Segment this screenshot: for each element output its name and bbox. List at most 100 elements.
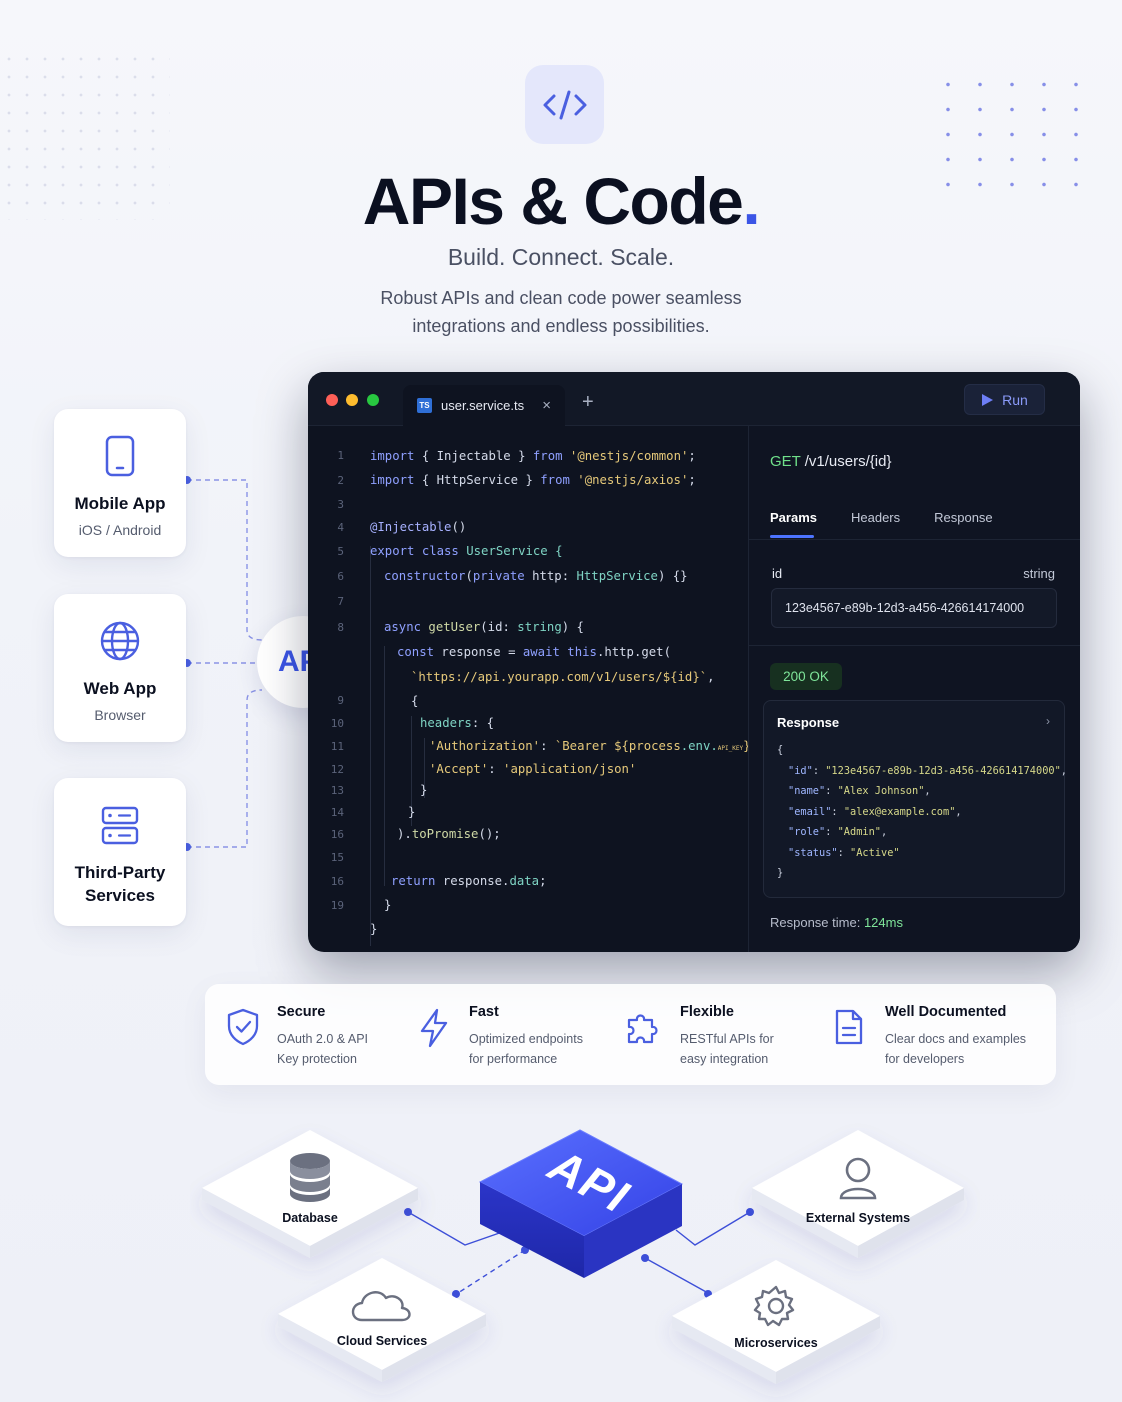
json-brace: }	[777, 867, 784, 879]
cloud-services-node	[278, 1258, 486, 1382]
code-brackets-icon	[525, 65, 604, 144]
param-id-input[interactable]: 123e4567-e89b-12d3-a456-426614174000	[771, 588, 1057, 628]
page-title: APIs & Code.	[362, 164, 761, 238]
line-number: 8	[337, 621, 344, 634]
gear-icon	[753, 1285, 795, 1327]
card-title: Web App	[83, 679, 157, 698]
line-number: 11	[330, 740, 344, 753]
line-number: 2	[337, 474, 344, 487]
maximize-window-button[interactable]	[367, 394, 379, 406]
status-badge: 200 OK	[770, 663, 842, 690]
code-line: `https://api.yourapp.com/v1/users/${id}`…	[411, 670, 715, 684]
external-systems-node	[752, 1130, 964, 1258]
database-icon	[290, 1153, 330, 1202]
json-line: "role": "Admin",	[788, 826, 888, 838]
globe-icon	[100, 621, 140, 661]
chevron-right-icon[interactable]: ›	[1046, 714, 1050, 728]
play-icon	[982, 393, 994, 406]
card-title: Mobile App	[74, 494, 166, 513]
line-number: 10	[330, 717, 344, 730]
panel-tabs: Params Headers Response	[770, 510, 993, 525]
mobile-phone-icon	[105, 435, 135, 477]
code-line: }	[420, 783, 428, 797]
microservices-node	[672, 1260, 880, 1384]
code-line: import { HttpService } from '@nestjs/axi…	[370, 473, 696, 487]
api-block	[478, 1129, 684, 1278]
line-number: 1	[337, 449, 344, 462]
user-icon	[839, 1157, 877, 1200]
code-line: constructor(private http: HttpService) {…	[384, 569, 688, 583]
line-number: 12	[330, 763, 344, 776]
microservices-label: Microservices	[734, 1336, 818, 1350]
new-tab-button[interactable]: +	[582, 391, 594, 413]
integration-diagram: API	[202, 1129, 964, 1384]
code-line: import { Injectable } from '@nestjs/comm…	[370, 449, 696, 463]
dot-grid-left	[0, 50, 170, 220]
code-line: 'Accept': 'application/json'	[429, 762, 637, 776]
code-line: }	[370, 922, 378, 936]
line-number: 14	[330, 806, 344, 819]
card-subtitle: Browser	[94, 707, 146, 723]
code-line: headers: {	[420, 716, 495, 730]
json-brace: {	[777, 744, 784, 756]
close-window-button[interactable]	[326, 394, 338, 406]
code-line: }	[384, 898, 392, 912]
minimize-window-button[interactable]	[346, 394, 358, 406]
document-icon	[835, 1009, 863, 1045]
api-test-panel: GET /v1/users/{id} Params Headers Respon…	[748, 426, 1080, 952]
tab-label: user.service.ts	[441, 398, 525, 413]
code-line: }	[408, 805, 416, 819]
line-number: 16	[330, 875, 344, 888]
run-button[interactable]: Run	[964, 384, 1045, 415]
cloud-icon	[351, 1291, 411, 1322]
tab-params[interactable]: Params	[770, 510, 817, 525]
json-line: "status": "Active"	[788, 847, 900, 859]
code-line: return response.data;	[391, 874, 547, 888]
line-number: 5	[337, 545, 344, 558]
response-box: Response › { "id": "123e4567-e89b-12d3-a…	[763, 700, 1067, 898]
line-number: 6	[337, 570, 344, 583]
tab-response[interactable]: Response	[934, 510, 993, 525]
shield-check-icon	[227, 1008, 259, 1046]
external-systems-label: External Systems	[805, 1211, 911, 1225]
typescript-icon: TS	[417, 398, 432, 413]
param-name: id	[772, 566, 783, 581]
line-number: 9	[337, 694, 344, 707]
tab-headers[interactable]: Headers	[850, 510, 901, 525]
json-line: "email": "alex@example.com",	[788, 806, 962, 818]
line-number: 13	[330, 784, 344, 797]
json-line: "name": "Alex Johnson",	[788, 785, 931, 797]
line-number: 15	[330, 851, 344, 864]
puzzle-icon	[627, 1014, 658, 1044]
tab-user-service[interactable]: TS user.service.ts ×	[403, 385, 565, 426]
response-time: Response time: 124ms	[770, 915, 903, 930]
code-line: async getUser(id: string) {	[384, 620, 584, 634]
line-number: 16	[330, 828, 344, 841]
editor-titlebar: TS user.service.ts × + Run	[308, 372, 1080, 426]
active-tab-indicator	[770, 535, 814, 538]
json-line: "id": "123e4567-e89b-12d3-a456-426614174…	[788, 765, 1067, 777]
code-area[interactable]: 1 2 3 4 5 6 7 8 9 10 11 12 13 14 16 15 1…	[308, 426, 765, 952]
line-number: 7	[337, 595, 344, 608]
description: Robust APIs and clean code power seamles…	[380, 288, 742, 336]
code-line: const response = await this.http.get(	[397, 645, 671, 659]
web-app-card[interactable]: Web App Browser	[54, 594, 186, 742]
database-node	[202, 1130, 418, 1258]
cloud-services-label: Cloud Services	[336, 1334, 428, 1348]
dot-grid-right	[932, 72, 1082, 197]
line-number: 3	[337, 498, 344, 511]
code-line: ).toPromise();	[397, 827, 501, 841]
code-line: export class UserService {	[370, 544, 563, 558]
close-tab-icon[interactable]: ×	[542, 397, 551, 414]
mobile-app-card[interactable]: Mobile App iOS / Android	[54, 409, 186, 557]
database-label: Database	[282, 1211, 338, 1225]
code-editor-window: TS user.service.ts × + Run 1 2 3 4 5 6 7…	[308, 372, 1080, 952]
line-number: 4	[337, 521, 344, 534]
